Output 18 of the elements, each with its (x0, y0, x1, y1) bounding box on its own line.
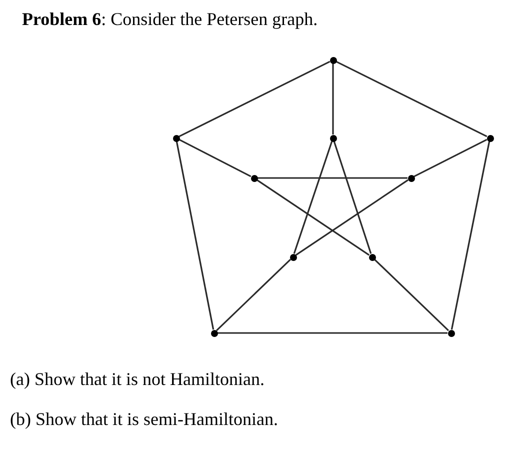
graph-edge (178, 138, 252, 178)
graph-edge (336, 60, 488, 138)
graph-edge (295, 179, 409, 256)
graph-edge (450, 141, 490, 330)
graph-edge (374, 258, 450, 332)
graph-edge (414, 138, 488, 178)
graph-edge (293, 141, 333, 254)
graph-edge (216, 258, 292, 332)
graph-edge (178, 60, 330, 138)
graph-edge (333, 141, 372, 254)
graph-edge (218, 332, 448, 334)
question-text: (a) Show that it is not Hamiltonian. (10, 368, 264, 390)
graph-edge (176, 141, 214, 330)
question-text: (b) Show that it is semi-Hamiltonian. (10, 408, 278, 430)
graph-edge (258, 177, 408, 179)
graph-edge (332, 64, 334, 134)
problem-heading: Problem 6: Consider the Petersen graph. (22, 8, 318, 30)
graph-edge (256, 179, 370, 256)
